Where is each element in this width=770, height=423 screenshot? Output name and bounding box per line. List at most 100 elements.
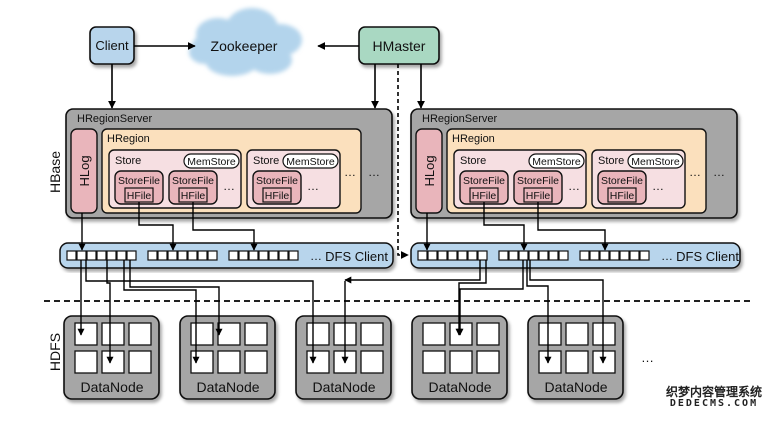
block-cell	[508, 250, 519, 261]
hfile-label: HFile	[610, 190, 635, 202]
block-cell	[417, 250, 428, 261]
block-slot	[476, 322, 500, 346]
block-cell	[157, 250, 168, 261]
block-cell	[467, 250, 478, 261]
watermark-line2: DEDECMS.COM	[669, 397, 759, 409]
hfile-label: HFile	[472, 190, 497, 202]
block-slot	[538, 350, 562, 374]
storefile-label: StoreFile	[463, 175, 505, 187]
block-cell	[477, 250, 488, 261]
replica-arrow	[455, 260, 487, 336]
block-cell	[238, 250, 249, 261]
hlog-label: HLog	[77, 155, 92, 186]
block-slot	[128, 350, 152, 374]
hlog-label: HLog	[422, 155, 437, 186]
block-cell	[106, 250, 117, 261]
block-cell	[116, 250, 127, 261]
block-cell	[248, 250, 259, 261]
top-connectors	[108, 42, 425, 259]
block-cell	[629, 250, 640, 261]
block-cell	[619, 250, 630, 261]
datanode-label: DataNode	[196, 379, 259, 395]
store-label: Store	[598, 155, 624, 167]
block-slot	[565, 322, 589, 346]
block-cell	[528, 250, 539, 261]
hmaster-dashed-arrow	[397, 64, 409, 259]
datanode-label: DataNode	[544, 379, 607, 395]
hfile-write-arrow	[138, 202, 177, 251]
memstore-pill	[627, 153, 684, 169]
hfile-box	[607, 187, 637, 203]
block-slot	[592, 322, 616, 346]
replica-arrow	[129, 260, 223, 336]
dfs-more-ellipsis: …	[310, 249, 322, 263]
hregion-label: HRegion	[452, 133, 495, 145]
block-cell	[558, 250, 569, 261]
block-cell	[427, 250, 438, 261]
replication-lines	[77, 260, 607, 364]
dfs-more-ellipsis: …	[661, 249, 673, 263]
memstore-label: MemStore	[187, 156, 236, 168]
watermark-line1: 织梦内容管理系统	[665, 384, 762, 399]
memstore-pill	[183, 153, 240, 169]
hdfs-layer-label: HDFS	[47, 333, 63, 371]
more-datanodes-ellipsis: …	[641, 350, 654, 365]
block-slot	[217, 322, 241, 346]
block-cell	[187, 250, 198, 261]
hfile-write-arrow	[192, 202, 258, 251]
block-cell	[589, 250, 600, 261]
block-slot	[360, 322, 384, 346]
block-cell	[66, 250, 77, 261]
block-cell	[258, 250, 269, 261]
block-cell	[86, 250, 97, 261]
block-slot	[592, 350, 616, 374]
block-cell	[167, 250, 178, 261]
hfile-label: HFile	[265, 190, 290, 202]
block-cell	[126, 250, 137, 261]
storefile-label: StoreFile	[256, 175, 298, 187]
block-slot	[449, 350, 473, 374]
storefile-label: StoreFile	[118, 175, 160, 187]
hfile-label: HFile	[526, 190, 551, 202]
replica-arrow	[85, 260, 317, 364]
memstore-pill	[528, 153, 585, 169]
block-cell	[579, 250, 590, 261]
block-slot	[565, 350, 589, 374]
block-cell	[639, 250, 650, 261]
block-cell	[457, 250, 468, 261]
storefile-label: StoreFile	[172, 175, 214, 187]
dfs-client-bar	[59, 242, 394, 269]
storefile-more-ellipsis: …	[652, 179, 664, 193]
block-slot	[422, 322, 446, 346]
block-slot	[74, 350, 98, 374]
replica-arrow	[526, 260, 552, 364]
block-cell	[268, 250, 279, 261]
block-cell	[197, 250, 208, 261]
hlog-box	[415, 128, 443, 214]
block-cell	[76, 250, 87, 261]
block-cell	[288, 250, 299, 261]
block-cell	[147, 250, 158, 261]
block-cell	[207, 250, 218, 261]
block-cell	[609, 250, 620, 261]
block-slot	[422, 350, 446, 374]
datanode-5: DataNode	[527, 315, 624, 400]
block-slot	[538, 322, 562, 346]
block-cell	[437, 250, 448, 261]
block-slot	[449, 322, 473, 346]
replica-arrow	[529, 260, 607, 364]
hfile-write-arrow	[483, 202, 528, 251]
block-slot	[306, 350, 330, 374]
replica-arrow	[123, 260, 200, 364]
hbase-layer-label: HBase	[47, 151, 63, 193]
block-cell	[177, 250, 188, 261]
block-slot	[101, 322, 125, 346]
write-arrows	[78, 202, 258, 251]
hregion-label: HRegion	[107, 133, 150, 145]
block-cell	[447, 250, 458, 261]
hlog-box	[70, 128, 98, 214]
zookeeper-label: Zookeeper	[211, 38, 278, 54]
